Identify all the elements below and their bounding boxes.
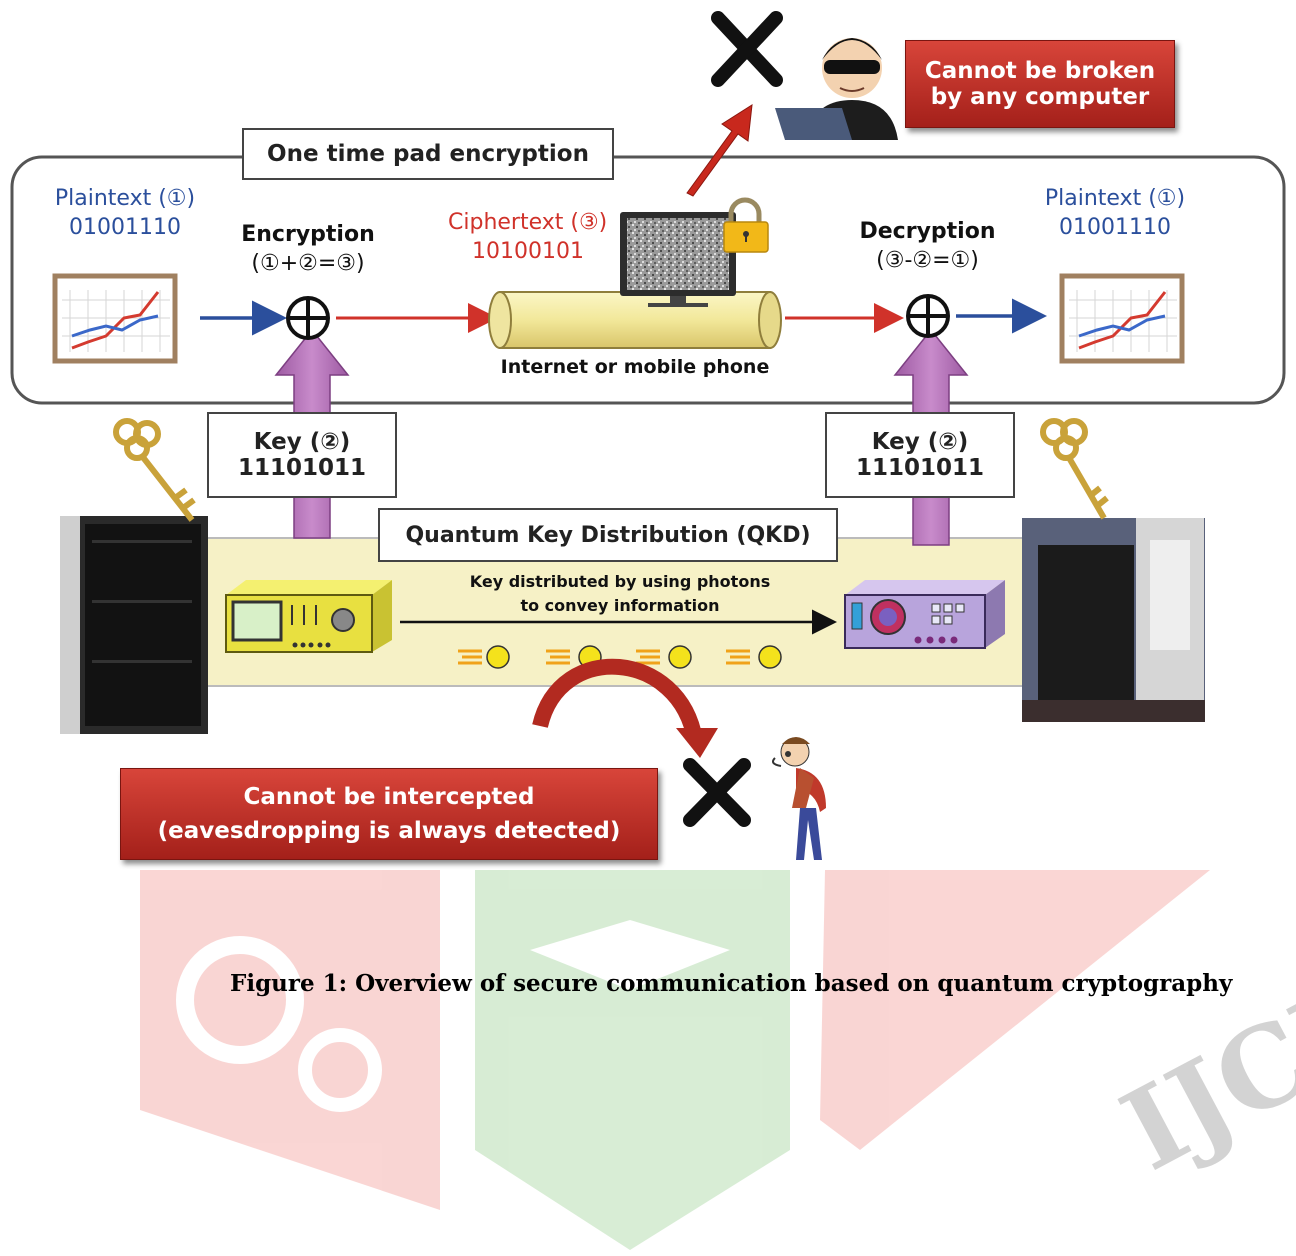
- eavesdropper-icon: [772, 737, 826, 860]
- watermark-gear-icon: [176, 936, 304, 1064]
- watermark-red-arc: [820, 870, 1210, 1150]
- golden-key-icon-right: [1040, 418, 1109, 520]
- watermark-text: IJCRT: [1102, 911, 1296, 1195]
- watermark-red-shape: [140, 870, 440, 1210]
- cannot-be-broken-banner: Cannot be broken by any computer: [905, 40, 1175, 128]
- cross-icon-bottom: [683, 758, 751, 827]
- banner-line: (eavesdropping is always detected): [157, 818, 621, 844]
- server-rack-left: [60, 516, 208, 734]
- plaintext-bits: 01001110: [1059, 215, 1171, 240]
- plaintext-label: Plaintext (①): [1044, 186, 1186, 211]
- xor-encrypt-icon: [286, 296, 330, 340]
- qkd-label-box: Quantum Key Distribution (QKD): [378, 508, 838, 562]
- chart-icon-right: [1059, 273, 1185, 364]
- decryption-formula: (③-②=①): [876, 248, 979, 273]
- banner-line: Cannot be broken: [924, 58, 1156, 84]
- key-bits: 11101011: [855, 455, 985, 481]
- qkd-sender-device: [225, 580, 392, 653]
- cross-icon-top: [711, 11, 783, 87]
- plaintext-right-label: Plaintext (①) 01001110: [1035, 186, 1195, 240]
- photon-text-line: Key distributed by using photons: [469, 572, 771, 591]
- xor-decrypt-icon: [906, 294, 950, 338]
- banner-line: Cannot be intercepted: [243, 784, 535, 810]
- decryption-title: Decryption: [859, 219, 996, 244]
- key-label: Key (②): [253, 429, 351, 455]
- otp-label: One time pad encryption: [267, 141, 589, 167]
- padlock-icon: [723, 197, 769, 253]
- otp-label-box: One time pad encryption: [242, 128, 614, 180]
- channel-pipe: [488, 291, 782, 349]
- attack-arrow: [686, 104, 753, 197]
- photon-text-line: to convey information: [520, 596, 720, 615]
- hacker-icon: [775, 38, 898, 140]
- watermark-green-shape: [475, 870, 790, 1250]
- ciphertext-title: Ciphertext (③): [448, 210, 608, 235]
- qkd-label: Quantum Key Distribution (QKD): [405, 522, 811, 548]
- key-box-right: Key (②) 11101011: [825, 412, 1015, 498]
- server-rack-right: [1022, 518, 1205, 722]
- channel-label: Internet or mobile phone: [500, 356, 770, 378]
- encryption-title: Encryption: [241, 222, 375, 247]
- encryption-formula: (①+②=③): [251, 251, 365, 276]
- plaintext-bits: 01001110: [69, 215, 181, 240]
- eavesdrop-arrow: [532, 658, 703, 742]
- ciphertext-label: Ciphertext (③) 10100101: [448, 210, 607, 264]
- cannot-be-intercepted-banner: Cannot be intercepted (eavesdropping is …: [120, 768, 658, 860]
- photon-icon: [726, 645, 782, 669]
- key-bits: 11101011: [237, 455, 367, 481]
- photon-icon: [458, 645, 510, 669]
- plaintext-label: Plaintext (①): [54, 186, 196, 211]
- watermark-gear-icon-small: [298, 1028, 382, 1112]
- decryption-label: Decryption (③-②=①): [845, 219, 1010, 273]
- encryption-label: Encryption (①+②=③): [228, 222, 388, 276]
- plaintext-left-label: Plaintext (①) 01001110: [45, 186, 205, 240]
- golden-key-icon-left: [113, 418, 196, 522]
- photon-icon: [636, 645, 692, 669]
- qkd-receiver-device: [844, 580, 1005, 649]
- ciphertext-bits: 10100101: [472, 239, 584, 264]
- figure-caption: Figure 1: Overview of secure communicati…: [230, 970, 1233, 997]
- key-box-left: Key (②) 11101011: [207, 412, 397, 498]
- eavesdrop-arrow-head: [676, 728, 718, 758]
- watermark-graduation-cap-icon: [530, 920, 730, 990]
- photon-text: Key distributed by using photons to conv…: [450, 570, 790, 618]
- diagram-canvas: [10, 11, 1286, 860]
- banner-line: by any computer: [930, 84, 1150, 110]
- chart-icon-left: [52, 273, 178, 364]
- key-label: Key (②): [871, 429, 969, 455]
- monitor-noise-icon: [620, 212, 736, 307]
